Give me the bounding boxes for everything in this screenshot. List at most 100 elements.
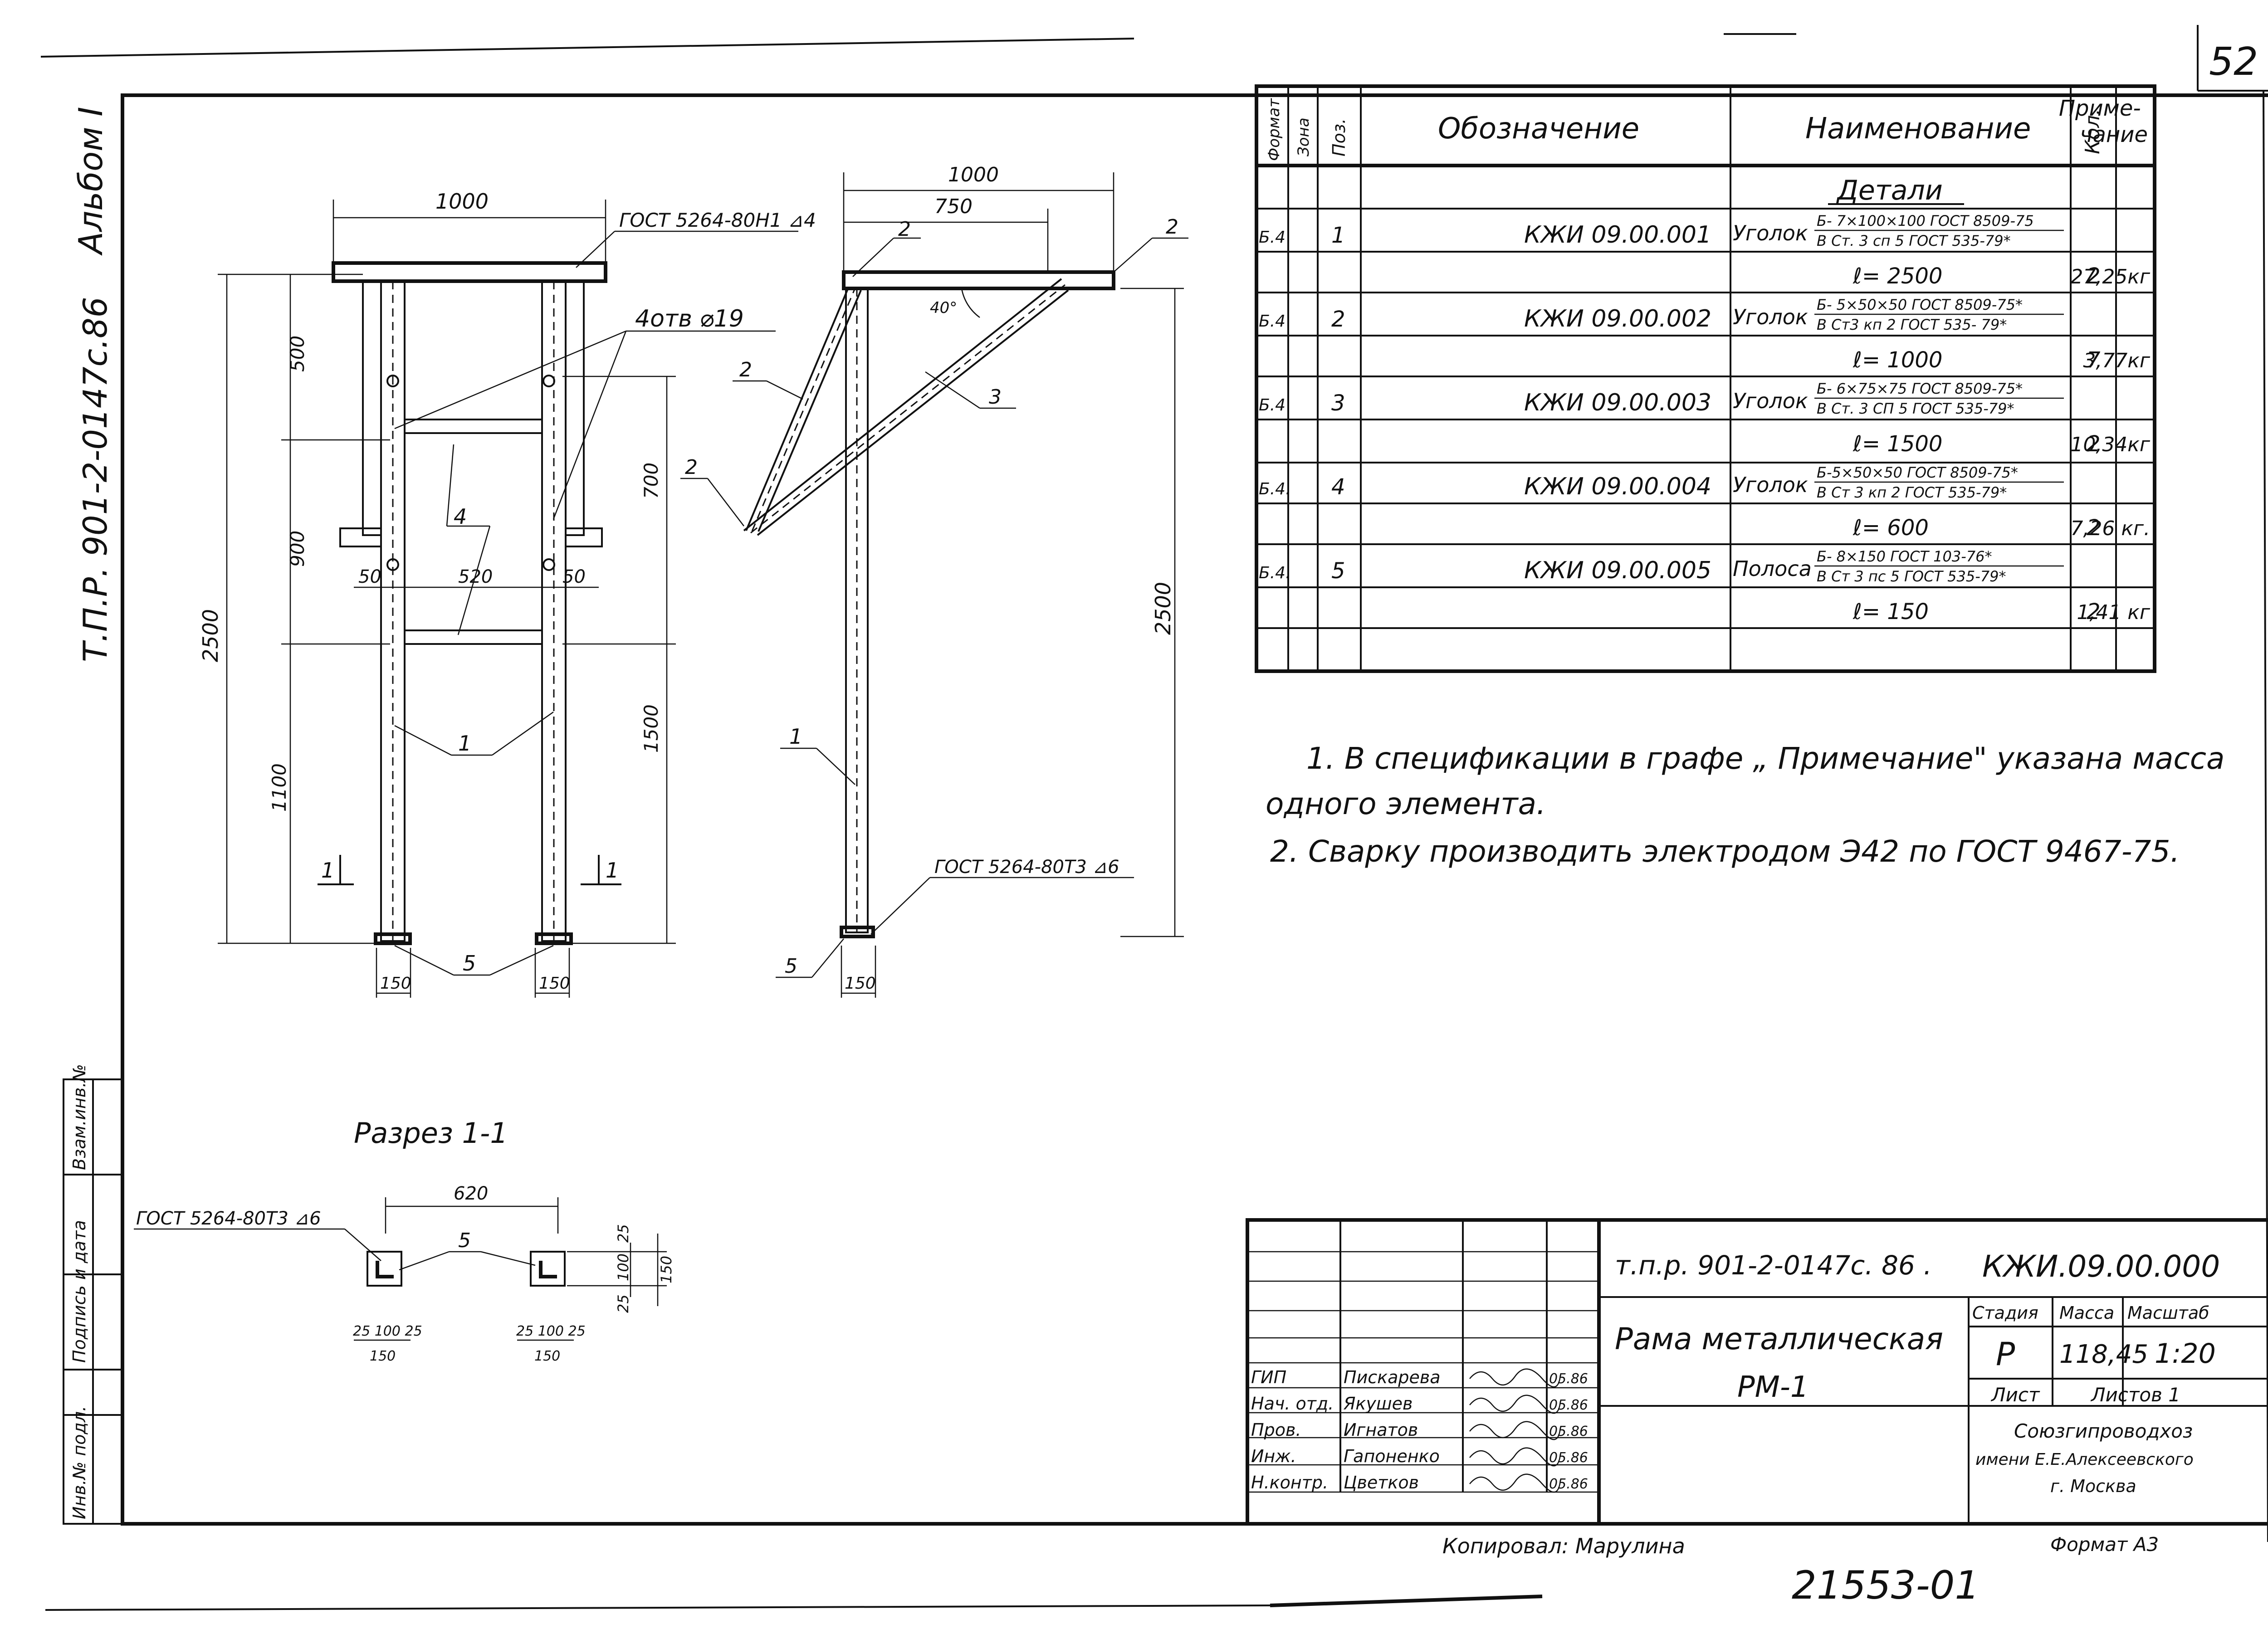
tb-title-2: РМ-1 (1737, 1371, 1809, 1404)
left-stamp: Взам.инв.№ Подпись и дата Инв.№ подл. (63, 1064, 123, 1525)
spec-length: ℓ= 1000 (1853, 347, 1942, 373)
spec-pos: 3 (1331, 390, 1345, 416)
spec-designation: КЖИ 09.00.002 (1524, 305, 1711, 332)
stamp-inv-orig: Инв.№ подл. (69, 1406, 89, 1519)
signer-name: Гапоненко (1344, 1446, 1440, 1466)
side-foot: 150 (845, 974, 876, 993)
signer-name: Цветков (1344, 1473, 1419, 1493)
section-pos-5: 5 (458, 1229, 471, 1252)
spec-length: ℓ= 600 (1853, 515, 1929, 541)
side-width-750: 750 (934, 195, 973, 218)
hdr-zone: Зона (1295, 117, 1313, 156)
tb-mass-label: Масса (2059, 1303, 2114, 1323)
spec-material-top: Б- 8×150 ГОСТ 103-76* (1817, 548, 1992, 565)
signer-date: 05.86 (1549, 1397, 1588, 1413)
front-dim-50b: 50 (562, 566, 586, 587)
section-left-dims: 25 100 25 (353, 1323, 422, 1339)
tb-stage-label: Стадия (1972, 1303, 2038, 1323)
signer-role: Пров. (1251, 1420, 1301, 1440)
main-frame (121, 93, 2268, 1526)
spec-format: Б.4 (1259, 396, 1286, 415)
section-dim-25a: 25 (615, 1224, 632, 1243)
section-view: Разрез 1-1 620 ГОСТ 5264-80Т3 ⊿6 5 25 10… (134, 1117, 675, 1364)
section-width: 620 (454, 1183, 488, 1204)
signer-date: 05.86 (1549, 1476, 1588, 1492)
tb-scale-label: Масштаб (2127, 1303, 2209, 1323)
tb-mass: 118,45 (2059, 1340, 2148, 1369)
tb-org-2: имени Е.Е.Алексеевского (1975, 1450, 2194, 1469)
front-pos-1: 1 (458, 731, 471, 756)
side-pos-5: 5 (785, 955, 797, 978)
spec-format: Б.4 (1259, 228, 1286, 247)
album-label: Альбом I (72, 107, 110, 256)
hdr-pos: Поз. (1329, 118, 1349, 156)
tb-org-1: Союзгипроводхоз (2014, 1420, 2193, 1442)
section-right-total: 150 (534, 1348, 560, 1364)
spec-name: Уголок (1733, 221, 1808, 245)
spec-designation: КЖИ 09.00.003 (1524, 389, 1711, 416)
tb-org-3: г. Москва (2050, 1476, 2136, 1496)
side-pos-2-right: 2 (1166, 215, 1178, 239)
spec-qty: 2 (2087, 515, 2101, 541)
signature-mark (1469, 1395, 1561, 1414)
sheet-edges (40, 25, 2268, 1611)
side-width-1000: 1000 (948, 163, 999, 186)
spec-length: ℓ= 1500 (1853, 431, 1942, 457)
section-title: Разрез 1-1 (354, 1117, 508, 1150)
front-dim-2500: 2500 (198, 609, 223, 662)
front-dim-50a: 50 (358, 566, 381, 587)
signer-date: 05.86 (1549, 1450, 1588, 1466)
spec-name: Полоса (1733, 556, 1812, 581)
front-width-1000: 1000 (435, 189, 489, 214)
spec-mass: 1,41 кг (2077, 601, 2151, 624)
front-pos-4: 4 (454, 504, 467, 529)
tb-scale: 1:20 (2155, 1338, 2216, 1370)
signer-name: Игнатов (1344, 1420, 1418, 1440)
front-cut-right: 1 (606, 858, 619, 883)
tb-title-1: Рама металлическая (1615, 1322, 1943, 1356)
stamp-inv-replace: Взам.инв.№ (69, 1064, 89, 1170)
front-pos-5: 5 (463, 951, 476, 976)
spec-qty: 2 (2087, 431, 2101, 457)
note-line-1: 1. В спецификации в графе „ Примечание" … (1306, 741, 2224, 776)
note-line-2: одного элемента. (1266, 786, 1546, 821)
signer-name: Якушев (1343, 1394, 1413, 1414)
signature-mark (1469, 1368, 1561, 1388)
spec-pos: 2 (1331, 307, 1345, 332)
spec-qty: 2 (2087, 263, 2101, 289)
spec-mass: 3,77кг (2083, 349, 2151, 372)
spec-designation: КЖИ 09.00.004 (1524, 473, 1711, 500)
spec-format: Б.4. (1259, 480, 1291, 498)
section-dim-100: 100 (615, 1254, 632, 1281)
footer-number: 21553-01 (1792, 1563, 1980, 1608)
spec-material-top: Б- 6×75×75 ГОСТ 8509-75* (1817, 380, 2023, 397)
note-line-3: 2. Сварку производить электродом Э42 по … (1270, 834, 2180, 869)
spec-material-bottom: В Ст 3 пс 5 ГОСТ 535-79* (1817, 568, 2006, 585)
sheet-number: 52 (2209, 39, 2258, 84)
side-pos-2-mid: 2 (739, 358, 752, 381)
tb-stage: Р (1996, 1336, 2015, 1373)
spec-length: ℓ= 150 (1853, 599, 1929, 624)
spec-material-bottom: В Ст. 3 СП 5 ГОСТ 535-79* (1817, 400, 2014, 417)
signer-role: Н.контр. (1251, 1473, 1328, 1493)
signer-date: 05.86 (1549, 1371, 1588, 1387)
left-margin: Альбом I Т.П.Р. 901-2-0147с.86 (72, 107, 114, 662)
side-dim-2500: 2500 (1151, 582, 1175, 635)
section-right-dims: 25 100 25 (516, 1323, 586, 1339)
spec-mass: 27,25кг (2070, 265, 2151, 288)
front-view: 1000 ГОСТ 5264-80Н1 ⊿4 4отв ⌀19 500 900 … (198, 189, 816, 998)
signature-mark (1469, 1421, 1561, 1440)
spec-material-bottom: В Ст. 3 сп 5 ГОСТ 535-79* (1817, 232, 2011, 249)
hdr-qty: Кол. (2081, 109, 2104, 154)
footer: Копировал: Марулина Формат А3 21553-01 (1442, 1533, 2159, 1608)
front-foot-right: 150 (539, 974, 570, 993)
front-dim-900: 900 (286, 531, 308, 567)
hdr-format: Формат (1265, 98, 1283, 161)
spec-material-bottom: В Ст 3 кп 2 ГОСТ 535-79* (1817, 484, 2007, 501)
spec-pos: 5 (1331, 558, 1345, 584)
footer-copied: Копировал: Марулина (1442, 1534, 1685, 1558)
front-dim-1100: 1100 (268, 763, 290, 812)
